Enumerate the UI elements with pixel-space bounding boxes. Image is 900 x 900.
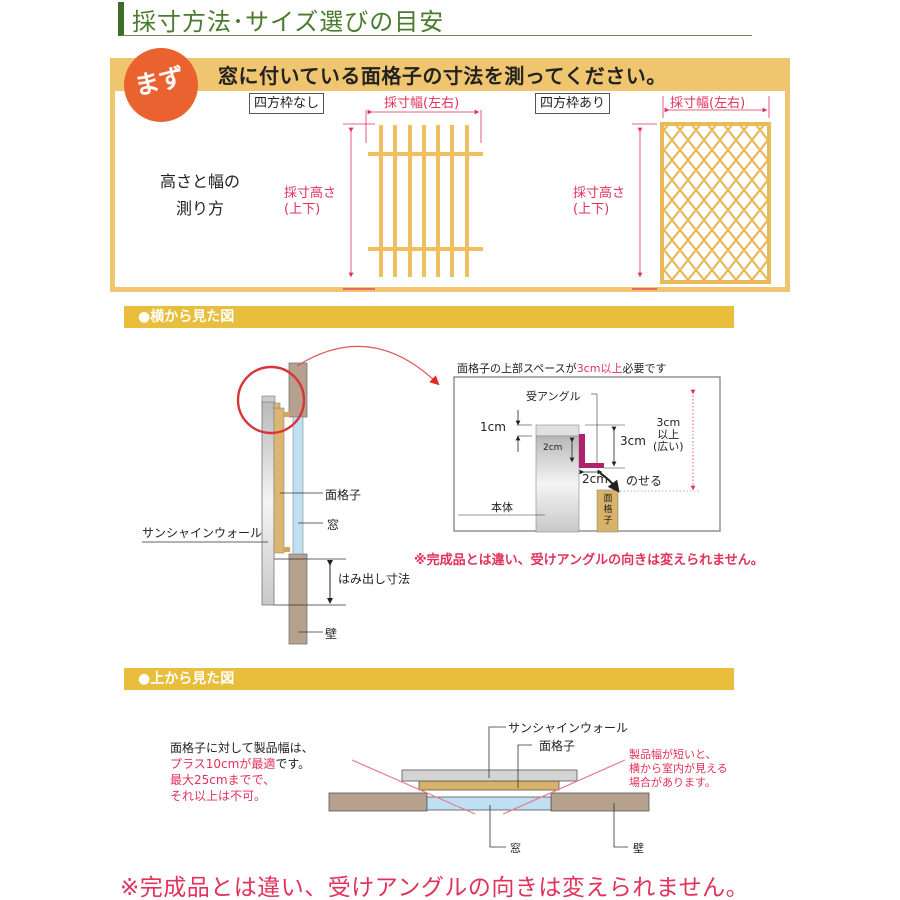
detail-lattice [596,489,619,533]
top-view-section-bar: ●上から見た図 [124,668,734,690]
warning-line2: 横から室内が見える [629,762,728,775]
step-header [110,58,790,91]
top-label-lattice: 面格子 [539,739,576,753]
with-frame-height-dimension [632,123,657,290]
detail-arrow [296,345,440,386]
detail-dim-2cm-inner: 2cm [543,443,563,453]
top-wall-left [328,792,428,812]
measure-label-line2: 測り方 [175,199,224,218]
caption-prefix: 面格子の上部スペースが [457,362,577,375]
with-frame-width-dimension [662,96,770,118]
top-lattice [418,780,560,791]
top-label-wall: 壁 [633,842,644,855]
no-frame-height-line1: 採寸高さ [284,186,337,201]
dim-3cm-more-line1: 3cm [656,416,681,429]
no-frame-height-dimension [343,123,375,290]
dim-3cm-more-line2: 以上 [657,428,680,441]
top-text-line2-black: です。 [275,757,311,771]
page-title-text: 採寸方法･サイズ選びの目安 [132,8,445,36]
detail-lattice-label: 面格子 [603,494,613,526]
no-frame-height-line2: (上下) [284,202,321,217]
detail-dim-1cm: 1cm [480,420,506,434]
detail-angle-label: 受アングル [526,390,581,403]
side-label-product: サンシャインウォール [142,526,263,540]
measure-method-label: 高さと幅の 測り方 [140,168,260,222]
tag-with-frame: 四方枠あり [535,93,611,114]
caption-highlight: 3cm以上 [576,362,623,375]
no-frame-width-label: 採寸幅(左右) [384,96,460,111]
step-heading: 窓に付いている面格子の寸法を測ってください。 [218,64,667,88]
detail-dim-2cm-bottom: 2cm [582,472,608,486]
detail-box [453,376,721,532]
top-view-diagram [328,726,650,848]
wall-lower [288,553,308,645]
measure-diagrams [343,96,771,290]
bar-lattice [368,125,483,277]
product-panel [261,399,275,606]
dim-3cm-more-line3: (広い) [653,440,684,453]
caption-suffix: 必要です [622,362,667,375]
top-label-window: 窓 [510,842,521,855]
with-frame-width-label: 採寸幅(左右) [670,96,746,111]
detail-caption: 面格子の上部スペースが3cm以上必要です [457,360,666,376]
with-frame-height-label: 採寸高さ (上下) [573,186,625,218]
side-label-lattice: 面格子 [325,488,362,502]
top-product [401,769,578,782]
with-frame-height-line1: 採寸高さ [573,186,626,201]
top-text-line2-red: プラス10cmが最適 [170,757,276,771]
side-view-section-bar: ●横から見た図 [124,306,734,328]
with-frame-height-line2: (上下) [573,202,610,217]
side-view-note: ※完成品とは違い、受けアングルの向きは変えられません。 [414,553,764,568]
no-frame-height-label: 採寸高さ (上下) [284,186,336,218]
highlight-circle [236,365,306,435]
warning-line1: 製品幅が短いと、 [629,748,717,761]
detail-dim-3cm-more: 3cm 以上 (広い) [653,417,684,453]
receiving-angle [579,434,604,468]
top-text-line3: 最大25cmまでで、 [170,773,276,787]
measure-label-line1: 高さと幅の [159,172,240,191]
mazu-badge: まず [124,48,198,122]
side-label-overhang: はみ出し寸法 [338,572,411,586]
top-text-line1: 面格子に対して製品幅は、 [170,741,314,755]
top-wall-right [550,792,650,812]
detail-dim-3cm: 3cm [620,434,646,448]
top-view-text: 面格子に対して製品幅は、 プラス10cmが最適です。 最大25cmまでで、 それ… [170,740,314,804]
bottom-note: ※完成品とは違い、受けアングルの向きは変えられません。 [120,875,750,900]
top-text-line4: それ以上は不可。 [170,789,267,803]
top-window [426,796,552,811]
page-title: 採寸方法･サイズ選びの目安 [118,2,752,36]
window-glass [292,416,304,555]
side-view-diagram [142,345,721,645]
detail-place-label: のせる [626,474,663,488]
warning-line3: 場合があります。 [629,776,716,789]
no-frame-width-dimension [365,109,482,143]
detail-body-label: 本体 [491,501,513,514]
wall-upper [288,362,308,418]
top-label-product: サンシャインウォール [508,721,629,735]
side-label-window: 窓 [327,518,340,532]
top-view-warning: 製品幅が短いと、 横から室内が見える 場合があります。 [629,748,728,790]
tag-no-frame: 四方枠なし [249,93,325,114]
side-label-wall: 壁 [325,627,338,641]
diamond-lattice [660,122,771,284]
